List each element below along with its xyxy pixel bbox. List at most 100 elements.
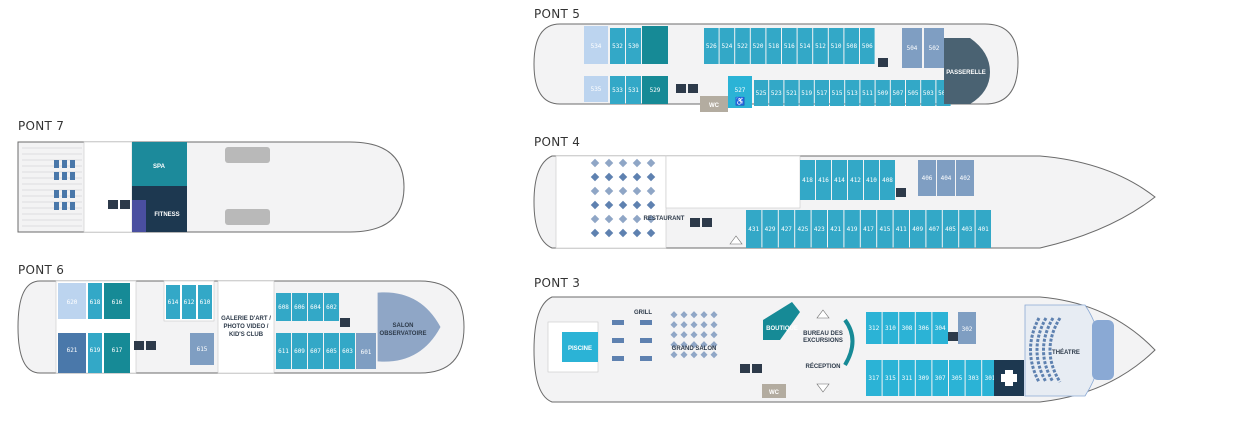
- cabin-506[interactable]: [860, 28, 875, 64]
- cabin-label: 608: [278, 304, 289, 311]
- cabin-label: 612: [184, 299, 195, 306]
- cabin-503[interactable]: [921, 80, 936, 106]
- cabin-519[interactable]: [799, 80, 814, 106]
- cabin-604[interactable]: [308, 293, 323, 321]
- cabin-605[interactable]: [324, 333, 339, 369]
- cabin-508[interactable]: [844, 28, 859, 64]
- cabin-530[interactable]: [626, 28, 641, 64]
- cabin-516[interactable]: [782, 28, 797, 64]
- cabin-619[interactable]: [88, 333, 102, 373]
- cabin-518[interactable]: [766, 28, 781, 64]
- cabin-310[interactable]: [882, 312, 899, 344]
- cabin-512[interactable]: [813, 28, 828, 64]
- cabin-507[interactable]: [890, 80, 905, 106]
- cabin-402[interactable]: [956, 160, 974, 196]
- cabin-509[interactable]: [875, 80, 890, 106]
- cabin-602[interactable]: [324, 293, 339, 321]
- cabin-312[interactable]: [866, 312, 882, 344]
- cabin-504[interactable]: [902, 28, 922, 68]
- cabin-302[interactable]: [958, 312, 976, 344]
- cabin-311[interactable]: [899, 360, 915, 396]
- cabin-429[interactable]: [762, 210, 778, 248]
- cabin-517[interactable]: [814, 80, 829, 106]
- cabin-608[interactable]: [276, 293, 291, 321]
- cabin-617[interactable]: [104, 333, 130, 373]
- cabin-305[interactable]: [949, 360, 965, 396]
- cabin-304[interactable]: [932, 312, 948, 344]
- cabin-421[interactable]: [828, 210, 844, 248]
- cabin-431[interactable]: [746, 210, 762, 248]
- cabin-610[interactable]: [198, 285, 212, 319]
- cabin-425[interactable]: [795, 210, 811, 248]
- cabin-502[interactable]: [924, 28, 944, 68]
- cabin-534[interactable]: [584, 26, 608, 64]
- cabin-418[interactable]: [800, 160, 815, 200]
- cabin-317[interactable]: [866, 360, 882, 396]
- cabin-408[interactable]: [880, 160, 895, 200]
- cabin-505[interactable]: [906, 80, 921, 106]
- cabin-520[interactable]: [750, 28, 766, 64]
- cabin-531[interactable]: [626, 76, 641, 104]
- cabin-603[interactable]: [340, 333, 355, 369]
- cabin-601[interactable]: [356, 333, 376, 369]
- elevator-icon: [108, 200, 130, 209]
- cabin-529[interactable]: [642, 76, 668, 104]
- cabin-401[interactable]: [975, 210, 991, 248]
- seat-icon: [710, 341, 718, 349]
- cabin-607[interactable]: [308, 333, 323, 369]
- cabin-515[interactable]: [830, 80, 845, 106]
- cabin-521[interactable]: [784, 80, 799, 106]
- cabin-label: 524: [721, 43, 732, 50]
- cabin-514[interactable]: [797, 28, 813, 64]
- cabin-427[interactable]: [778, 210, 795, 248]
- cabin-409[interactable]: [910, 210, 926, 248]
- cabin-524[interactable]: [719, 28, 735, 64]
- cabin-621[interactable]: [58, 333, 86, 373]
- cabin-404[interactable]: [937, 160, 955, 196]
- cabin-419[interactable]: [844, 210, 860, 248]
- cabin-606[interactable]: [292, 293, 307, 321]
- cabin-523[interactable]: [769, 80, 784, 106]
- cabin-620[interactable]: [58, 283, 86, 319]
- cabin-611[interactable]: [276, 333, 291, 369]
- cabin-406[interactable]: [918, 160, 936, 196]
- cabin-615[interactable]: [190, 333, 214, 365]
- cabin-307[interactable]: [932, 360, 948, 396]
- cabin-301[interactable]: [982, 360, 998, 396]
- cabin-527[interactable]: [728, 76, 752, 108]
- cabin-411[interactable]: [893, 210, 909, 248]
- cabin-315[interactable]: [882, 360, 899, 396]
- cabin-417[interactable]: [860, 210, 877, 248]
- cabin-535[interactable]: [584, 76, 608, 102]
- cabin-510[interactable]: [828, 28, 844, 64]
- cabin-612[interactable]: [182, 285, 196, 319]
- cabin-618[interactable]: [88, 283, 102, 319]
- cabin-412[interactable]: [848, 160, 863, 200]
- cabin-614[interactable]: [166, 285, 180, 319]
- cabin-513[interactable]: [845, 80, 860, 106]
- cabin-410[interactable]: [864, 160, 879, 200]
- cabin-407[interactable]: [926, 210, 942, 248]
- cabin-609[interactable]: [292, 333, 307, 369]
- cabin-511[interactable]: [860, 80, 875, 106]
- cabin-532[interactable]: [610, 28, 625, 64]
- cabin-309[interactable]: [915, 360, 932, 396]
- cabin-308[interactable]: [899, 312, 915, 344]
- cabin-423[interactable]: [811, 210, 827, 248]
- cabin-525[interactable]: [754, 80, 769, 106]
- cabin-403[interactable]: [959, 210, 975, 248]
- cabin-label: 410: [866, 177, 877, 184]
- cabin-label: 418: [802, 177, 813, 184]
- cabin-533[interactable]: [610, 76, 625, 104]
- cabin-522[interactable]: [735, 28, 750, 64]
- cabin-616[interactable]: [104, 283, 130, 319]
- cabin-414[interactable]: [832, 160, 847, 200]
- cabin-405[interactable]: [942, 210, 959, 248]
- cabin-306[interactable]: [915, 312, 932, 344]
- cabin-416[interactable]: [816, 160, 831, 200]
- cabin-303[interactable]: [965, 360, 982, 396]
- stairs-pont-7: [132, 200, 146, 232]
- cabin-415[interactable]: [877, 210, 893, 248]
- cabin-526[interactable]: [704, 28, 719, 64]
